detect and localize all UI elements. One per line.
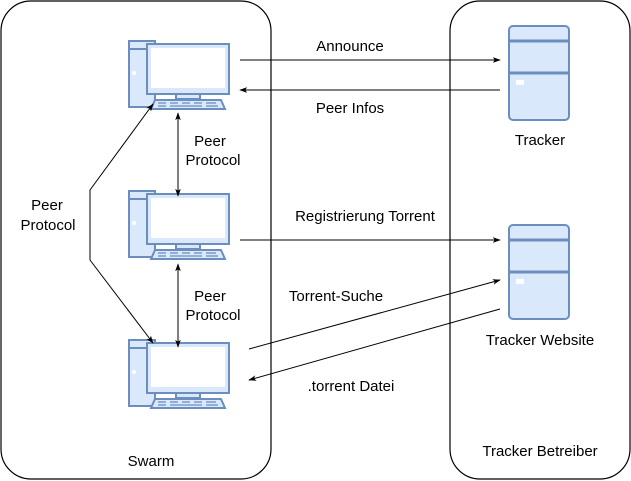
server-icon[interactable] — [508, 224, 570, 320]
torrent-file-arrow — [248, 308, 501, 381]
peer-infos-label: Peer Infos — [316, 100, 384, 117]
peer-protocol-left-line2: Protocol — [20, 217, 75, 234]
announce-label: Announce — [316, 38, 384, 55]
peer-protocol-arrow-left — [89, 103, 154, 344]
swarm-label: Swarm — [128, 453, 175, 470]
peer-protocol-left-line1: Peer — [31, 197, 63, 214]
peer-protocol-bottom-line2: Protocol — [185, 307, 240, 324]
computer-icon[interactable] — [127, 190, 231, 260]
peer-protocol-top-line1: Peer — [194, 133, 226, 150]
computer-icon[interactable] — [127, 40, 231, 110]
computer-icon[interactable] — [127, 339, 231, 409]
torrent-file-label: .torrent Datei — [308, 378, 395, 395]
torrent-search-label: Torrent-Suche — [289, 288, 383, 305]
tracker-label: Tracker — [515, 132, 565, 149]
tracker-operator-label: Tracker Betreiber — [482, 443, 597, 460]
peer-protocol-top-line2: Protocol — [185, 152, 240, 169]
registration-label: Registrierung Torrent — [295, 208, 436, 225]
server-icon[interactable] — [508, 25, 570, 121]
tracker-website-label: Tracker Website — [486, 332, 594, 349]
torrent-search-arrow — [248, 279, 501, 350]
peer-protocol-bottom-line1: Peer — [194, 288, 226, 305]
